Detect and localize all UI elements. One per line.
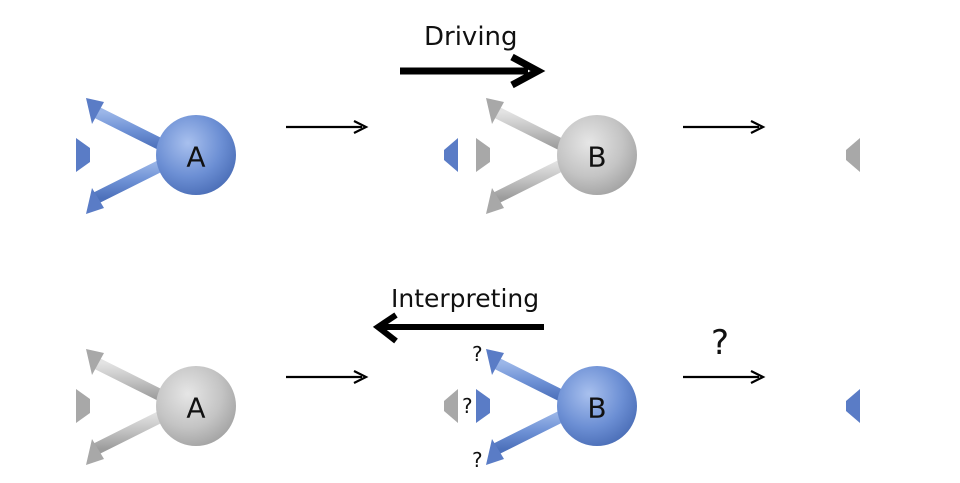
interpreting-arrow — [372, 312, 544, 344]
bottom-neuron-a-label: A — [186, 391, 206, 425]
bottom-neuron-a-soma — [156, 366, 236, 446]
top-neuron-b-dendrites — [476, 98, 571, 214]
bottom-neuron-b-signal-arrowhead — [750, 370, 766, 384]
top-neuron-b-terminal — [846, 138, 860, 172]
top-neuron-a-label: A — [186, 140, 206, 174]
input-question-mark-middle: ? — [462, 394, 473, 418]
top-neuron-a-terminal — [444, 138, 458, 172]
bottom-neuron-b-label: B — [587, 391, 607, 425]
top-neuron-a — [76, 98, 458, 214]
driving-arrow — [400, 53, 546, 89]
bottom-neuron-a-terminal — [444, 389, 458, 423]
top-neuron-b-soma — [557, 115, 637, 195]
driving-label: Driving — [424, 22, 518, 52]
top-neuron-b-label: B — [587, 140, 607, 174]
top-neuron-a-signal-arrowhead — [353, 120, 369, 134]
bottom-neuron-a-signal-arrowhead — [353, 370, 369, 384]
input-question-mark-bottom: ? — [472, 448, 483, 472]
interpreting-label: Interpreting — [391, 284, 540, 313]
bottom-neuron-a-dendrites — [76, 349, 171, 465]
bottom-neuron-a — [76, 349, 458, 465]
input-question-mark-top: ? — [472, 342, 483, 366]
top-neuron-b-signal-arrowhead — [750, 120, 766, 134]
top-neuron-a-soma — [156, 115, 236, 195]
output-question-mark: ? — [711, 323, 730, 363]
bottom-neuron-b — [476, 349, 860, 465]
top-neuron-b — [476, 98, 860, 214]
bottom-neuron-b-dendrites — [476, 349, 571, 465]
bottom-neuron-b-soma — [557, 366, 637, 446]
top-neuron-a-dendrites — [76, 98, 171, 214]
bottom-neuron-b-terminal — [846, 389, 860, 423]
